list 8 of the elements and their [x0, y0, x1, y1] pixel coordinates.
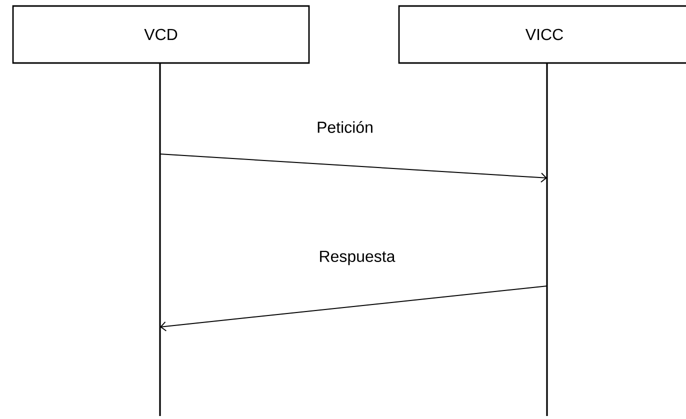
arrow	[160, 154, 547, 183]
participant-box: VCD	[12, 5, 310, 64]
arrow	[160, 286, 548, 332]
edge-label: Petición	[316, 120, 374, 134]
lifeline	[159, 63, 161, 416]
lifeline	[546, 63, 548, 416]
edge-label: Respuesta	[318, 250, 396, 266]
participant-box: VICC	[398, 5, 686, 64]
